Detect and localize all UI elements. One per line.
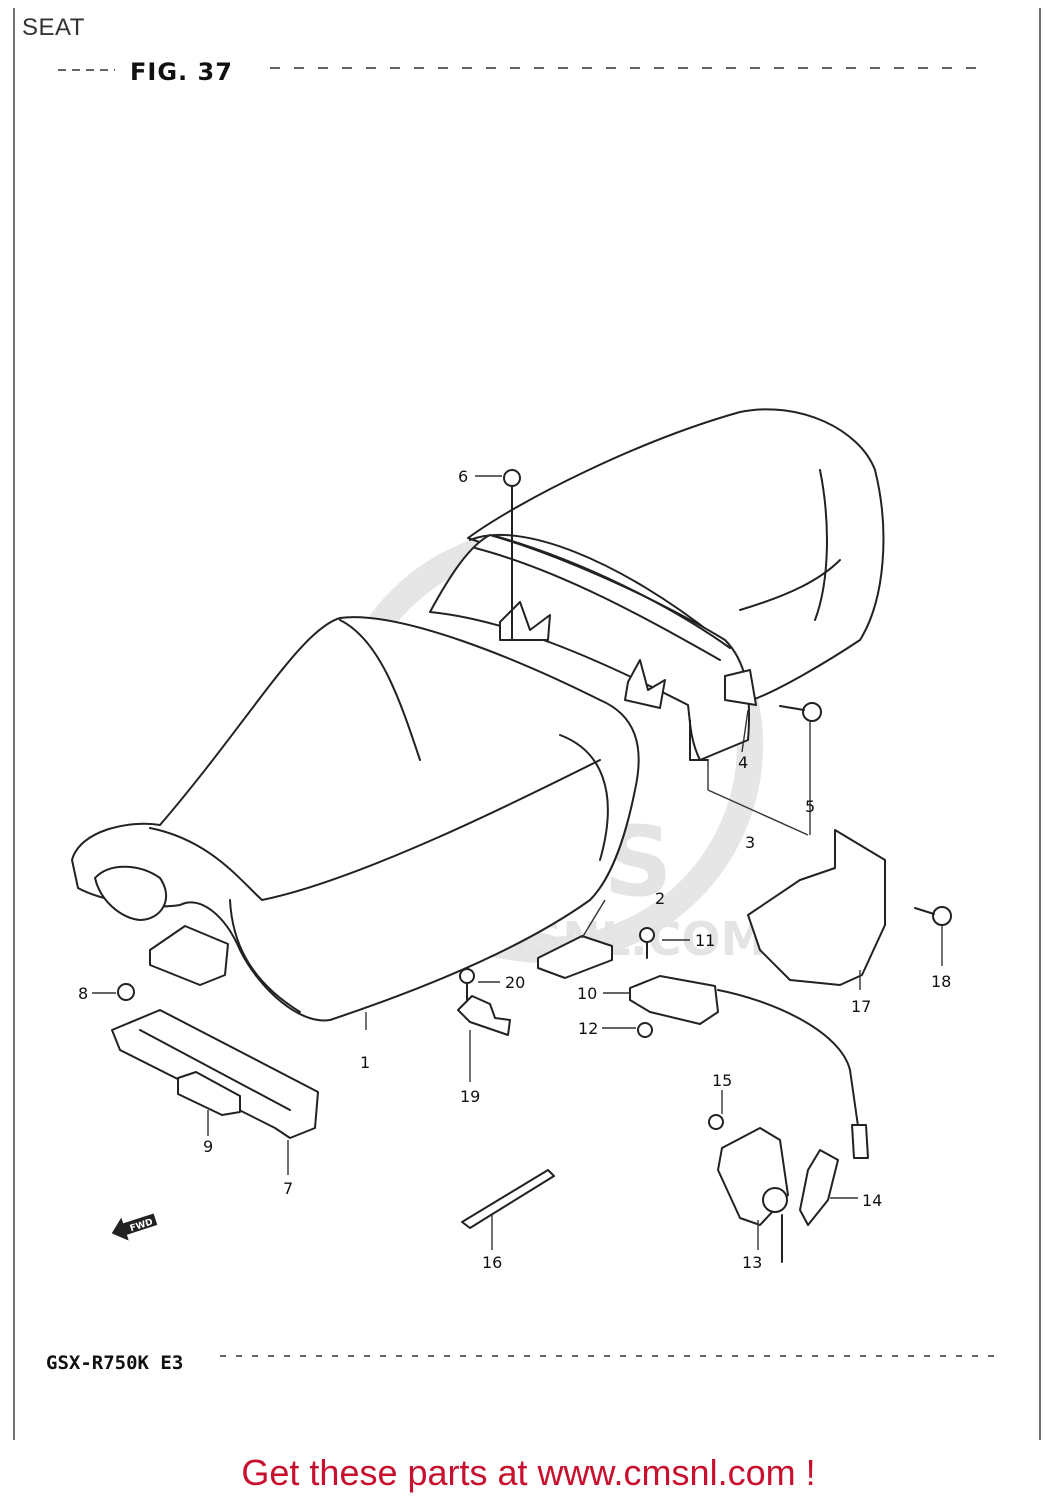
part-label-18: 18 (931, 972, 951, 991)
cover (747, 829, 886, 986)
part-label-11: 11 (695, 931, 715, 950)
leader-lines (92, 475, 943, 1250)
fasteners (117, 469, 952, 1130)
forward-arrow-label: FWD (129, 1217, 154, 1234)
part-label-20: 20 (505, 973, 525, 992)
part-label-15: 15 (712, 1071, 732, 1090)
part-label-4: 4 (738, 753, 748, 772)
seat-lock (461, 1127, 839, 1263)
part-label-14: 14 (862, 1191, 882, 1210)
model-code: GSX-R750K E3 (46, 1352, 184, 1374)
part-label-7: 7 (283, 1179, 293, 1198)
part-label-10: 10 (577, 984, 597, 1003)
part-label-16: 16 (482, 1253, 502, 1272)
part-labels: 1 2 3 4 5 6 7 8 9 10 11 12 13 14 15 16 1… (78, 467, 951, 1272)
latch-assembly (457, 935, 869, 1159)
part-label-19: 19 (460, 1087, 480, 1106)
rear-seat (429, 408, 885, 761)
figure-label: FIG. 37 (130, 58, 233, 86)
part-label-1: 1 (360, 1053, 370, 1072)
forward-arrow-icon: FWD (111, 1213, 158, 1241)
part-label-8: 8 (78, 984, 88, 1003)
part-label-13: 13 (742, 1253, 762, 1272)
footer-shop-link[interactable]: Get these parts at www.cmsnl.com ! (241, 1452, 816, 1493)
part-label-3: 3 (745, 833, 755, 852)
part-label-17: 17 (851, 997, 871, 1016)
part-label-12: 12 (578, 1019, 598, 1038)
part-label-2: 2 (655, 889, 665, 908)
part-label-5: 5 (805, 797, 815, 816)
seat-tray (111, 1009, 319, 1139)
front-seat (71, 616, 640, 1022)
part-label-6: 6 (458, 467, 468, 486)
scan-border (13, 8, 1041, 1440)
page-title: SEAT (22, 14, 85, 41)
part-label-9: 9 (203, 1137, 213, 1156)
